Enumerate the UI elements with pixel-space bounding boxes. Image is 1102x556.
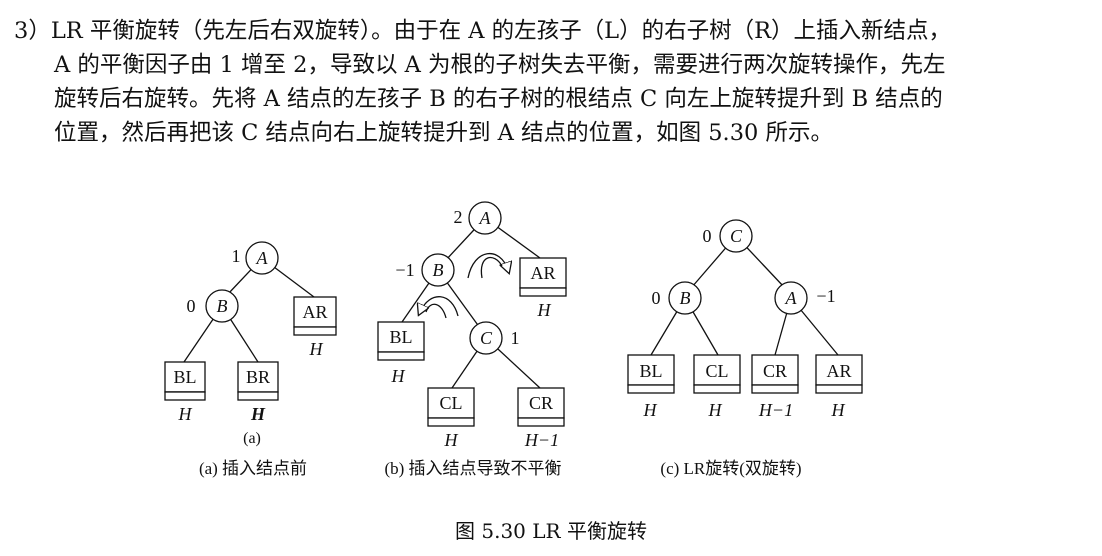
label-c-CR: CR [763,361,787,381]
bf-b-A: 2 [454,207,463,227]
lr-rotation-diagram: A 1 B 0 BL BR AR H H H (a) (a) 插入结点前 A 2… [164,201,863,478]
h-c-CL: H [708,400,723,420]
label-b-BL: BL [389,327,412,347]
h-b-AR: H [537,300,552,320]
bf-c-C: 0 [703,226,712,246]
box-c-CL [693,354,741,386]
caption-a: (a) 插入结点前 [199,459,307,478]
node-b-B [421,253,455,287]
paragraph-line-2: A 的平衡因子由 1 增至 2，导致以 A 为根的子树失去平衡，需要进行两次旋转… [54,52,946,78]
paragraph-line-4: 位置，然后再把该 C 结点向右上旋转提升到 A 结点的位置，如图 5.30 所示… [54,120,833,146]
label-c-BL: BL [639,361,662,381]
label-b-C: C [480,328,493,348]
bf-a-A: 1 [232,246,241,266]
node-c-A [774,281,808,315]
label-c-CL: CL [705,361,728,381]
bf-c-B: 0 [652,288,661,308]
panel-c [627,219,863,394]
h-c-BL: H [643,400,658,420]
box-b-CR [517,387,565,419]
label-b-CR: CR [529,393,553,413]
box-c-AR [815,354,863,386]
label-b-CL: CL [439,393,462,413]
label-a-A: A [256,248,269,268]
label-a-AR: AR [302,302,327,322]
label-a-BL: BL [173,367,196,387]
node-b-C [469,321,503,355]
caption-c: (c) LR旋转(双旋转) [660,459,801,478]
box-b-AR [519,257,567,289]
h-a-AR: H [309,339,324,359]
label-c-A: A [785,288,798,308]
h-b-BL: H [391,366,406,386]
bf-c-A: −1 [816,286,835,306]
h-c-CR: H−1 [758,400,793,420]
bf-b-B: −1 [395,260,414,280]
label-b-A: A [479,208,492,228]
label-a-BR: BR [246,367,270,387]
bf-b-C: 1 [511,328,520,348]
box-b-BL [377,321,425,353]
label-c-C: C [730,226,743,246]
paragraph-line-3: 旋转后右旋转。先将 A 结点的左孩子 B 的右子树的根结点 C 向左上旋转提升到… [54,86,943,112]
label-b-B: B [433,260,444,280]
label-b-AR: AR [530,263,555,283]
box-c-BL [627,354,675,386]
node-b-A [468,201,502,235]
figure-5-30: A 1 B 0 BL BR AR H H H (a) (a) 插入结点前 A 2… [0,190,1102,514]
rotate-arrow-left [420,296,459,316]
h-c-AR: H [831,400,846,420]
body-paragraph: 3）LR 平衡旋转（先左后右双旋转）。由于在 A 的左孩子（L）的右子树（R）上… [14,14,1089,150]
h-b-CL: H [444,430,459,450]
node-a-A [245,241,279,275]
label-c-B: B [680,288,691,308]
h-a-BR: H [250,404,266,424]
node-c-C [719,219,753,253]
label-a-B: B [217,296,228,316]
box-a-AR [293,296,337,328]
h-b-CR: H−1 [524,430,559,450]
h-a-BL: H [178,404,193,424]
paragraph-line-1: 3）LR 平衡旋转（先左后右双旋转）。由于在 A 的左孩子（L）的右子树（R）上… [14,18,952,44]
figure-caption: 图 5.30 LR 平衡旋转 [455,519,647,543]
panel-a [164,241,337,401]
panel-b [377,201,567,427]
node-a-B [205,289,239,323]
box-a-BL [164,361,206,393]
bf-a-B: 0 [187,296,196,316]
caption-b: (b) 插入结点导致不平衡 [384,459,561,478]
label-c-AR: AR [826,361,851,381]
node-c-B [668,281,702,315]
sublabel-a: (a) [243,430,261,447]
rotate-arrow-right [467,253,508,279]
